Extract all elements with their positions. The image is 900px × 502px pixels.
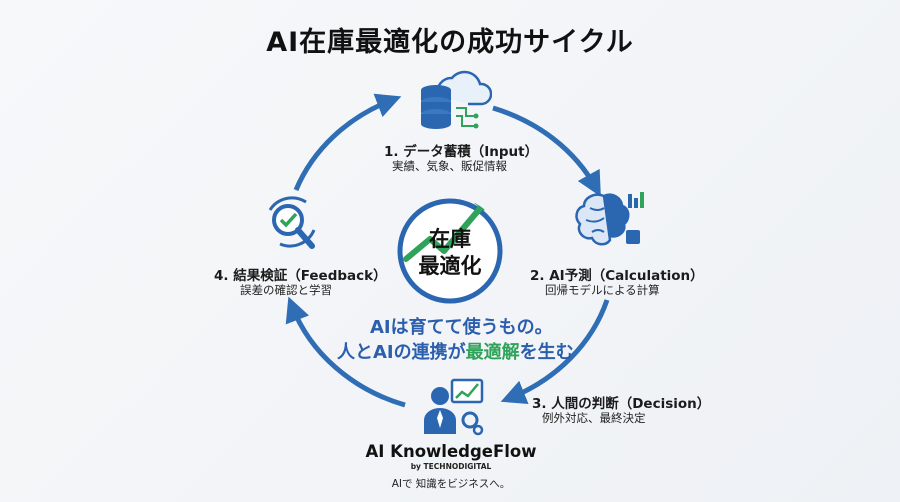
step-3-title: 3. 人間の判断（Decision）: [532, 396, 711, 412]
cycle-arrow-1-to-2: [492, 105, 601, 197]
slogan-part-c: 最適解: [465, 342, 520, 363]
magnifier-check-icon: [268, 196, 316, 249]
center-badge: [397, 197, 503, 304]
person-chart-icon: [424, 378, 484, 436]
center-label-line1: 在庫: [429, 227, 471, 251]
slogan-part-d: を生む: [519, 342, 574, 363]
step-1-subtitle: 実績、気象、販促情報: [392, 159, 507, 173]
step-2-subtitle: 回帰モデルによる計算: [545, 283, 660, 297]
slogan-part-a: 人とAIの連携: [337, 342, 448, 363]
brand-name: AI KnowledgeFlow: [365, 442, 537, 461]
slogan-part-b: が: [447, 342, 466, 363]
brand-tagline: AIで 知識をビジネスへ。: [391, 478, 511, 490]
slogan-line2: 人とAIの連携が最適解を生む: [337, 338, 574, 364]
cycle-arrow-2-to-3: [500, 299, 610, 405]
page-title: AI在庫最適化の成功サイクル: [266, 27, 634, 58]
database-cloud-icon: [421, 70, 492, 129]
step-3-subtitle: 例外対応、最終決定: [542, 411, 646, 425]
step-4-subtitle: 誤差の確認と学習: [240, 283, 332, 297]
step-2-title: 2. AI予測（Calculation）: [530, 268, 704, 284]
brand-by: by TECHNODIGITAL: [410, 462, 492, 471]
brain-chart-icon: [575, 192, 644, 246]
cycle-arrow-4-to-1: [293, 93, 402, 191]
center-label-line2: 最適化: [418, 254, 482, 278]
step-4-title: 4. 結果検証（Feedback）: [214, 268, 387, 284]
cycle-arrow-3-to-4: [285, 296, 406, 408]
center-label: 在庫 最適化: [400, 226, 500, 280]
step-1-title: 1. データ蓄積（Input）: [384, 144, 539, 160]
slogan-line1: AIは育てて使うもの。: [370, 317, 553, 338]
